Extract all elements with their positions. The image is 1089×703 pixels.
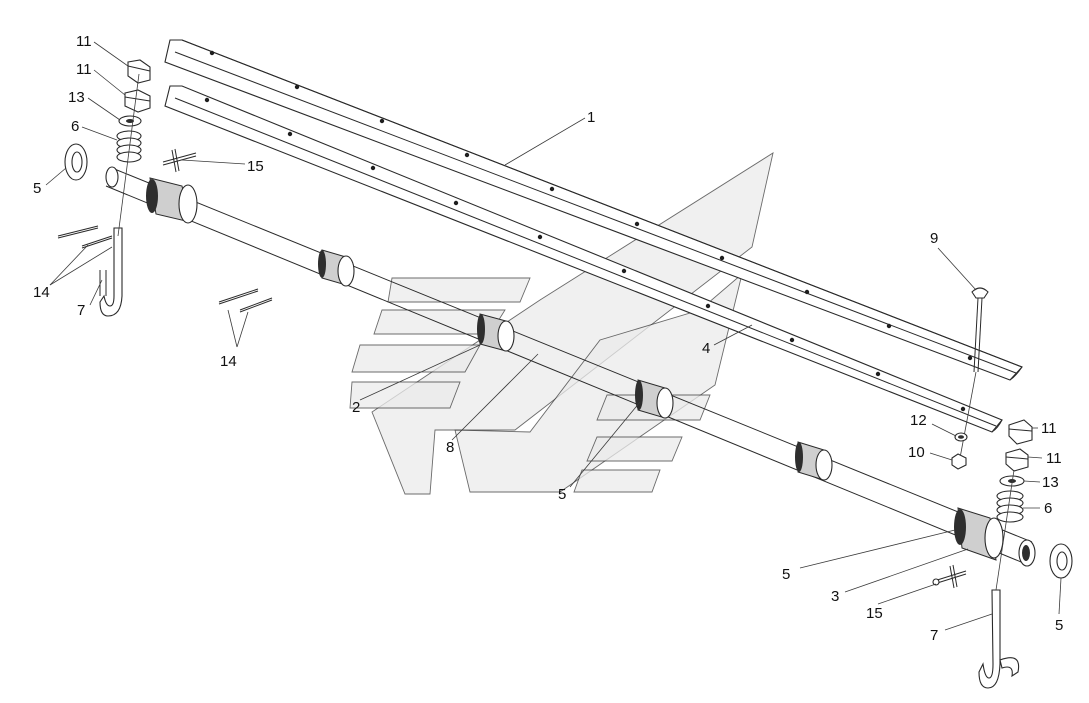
callout-11: 11 [1041,420,1057,437]
callout-13: 13 [68,89,85,106]
bushing-3 [635,379,674,419]
washer-5-right [1049,543,1073,579]
nut-11-right-top [1008,419,1033,445]
callout-15: 15 [247,158,264,175]
callout-14: 14 [220,353,237,370]
washer-12 [954,432,968,442]
bushing-2 [477,313,515,352]
washer-5-left [64,143,88,181]
callout-6: 6 [1044,500,1052,517]
callout-labels: 11 11 13 6 5 15 14 7 14 1 2 8 4 5 9 12 1… [33,33,1063,644]
callout-7: 7 [77,302,85,319]
washer-13-left [118,115,142,127]
callout-10: 10 [908,444,925,461]
callout-11: 11 [76,33,92,50]
pins-14-middle [218,288,273,313]
callout-7: 7 [930,627,938,644]
callout-3: 3 [831,588,839,605]
shaft-part-3 [105,166,1033,565]
stud-axis-left [117,73,140,237]
callout-13: 13 [1042,474,1059,491]
spring-6-left [116,130,142,163]
bar-part-1 [164,39,1023,381]
callout-2: 2 [352,399,360,416]
callout-9: 9 [930,230,938,247]
bushing-right-end [954,507,1036,567]
callout-5: 5 [1055,617,1063,634]
callout-11: 11 [76,61,92,78]
cotter-pin-15-right [932,564,967,589]
callout-14: 14 [33,284,50,301]
hook-bolt-7-right [978,589,1020,689]
callout-12: 12 [910,412,927,429]
leader-lines [45,41,1062,631]
bar-part-4 [164,85,1003,433]
bolt-9 [959,287,989,459]
callout-5: 5 [782,566,790,583]
bushing-1 [318,249,355,287]
cotter-pin-15-left [162,148,197,173]
callout-6: 6 [71,118,79,135]
bushing-left-end [146,177,198,224]
callout-11: 11 [1046,450,1062,467]
callout-4: 4 [702,340,710,357]
hook-bolt-7-left [99,227,123,317]
bar-mounting-holes [204,50,973,412]
nut-11-left-top [127,59,151,84]
pins-14-left [57,225,113,249]
callout-1: 1 [587,109,595,126]
callout-5: 5 [33,180,41,197]
nut-11-right-bottom [1005,448,1029,472]
stud-axis-right [995,469,1015,591]
callout-5: 5 [558,486,566,503]
callout-15: 15 [866,605,883,622]
callout-8: 8 [446,439,454,456]
bushing-4 [795,441,833,481]
nut-10 [951,453,967,470]
nut-11-left-bottom [124,89,151,113]
